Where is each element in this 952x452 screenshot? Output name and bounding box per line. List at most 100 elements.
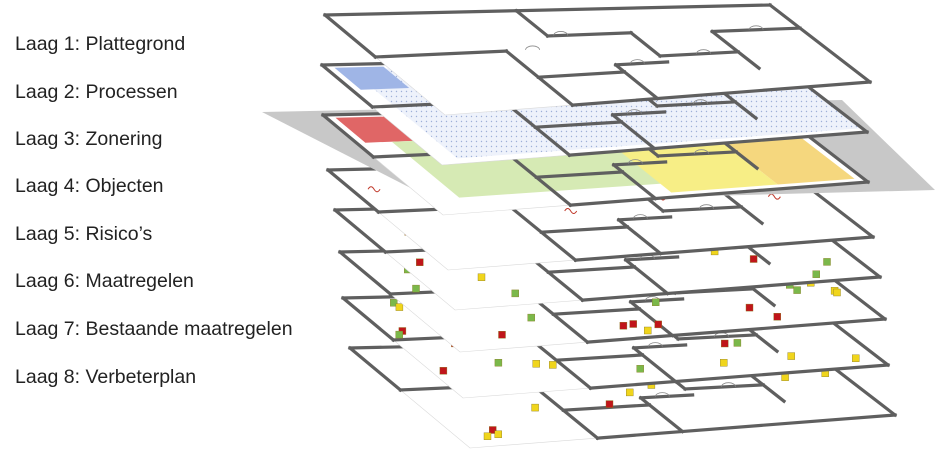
marker bbox=[395, 303, 404, 311]
object-symbol bbox=[767, 193, 781, 200]
marker bbox=[721, 339, 729, 348]
wall-line bbox=[614, 60, 670, 67]
wall-line bbox=[546, 265, 637, 274]
marker bbox=[494, 359, 503, 367]
wall-line bbox=[514, 8, 550, 39]
marker bbox=[733, 339, 742, 347]
wall-line bbox=[373, 49, 509, 59]
wall-line bbox=[639, 393, 695, 400]
process-block bbox=[334, 66, 410, 90]
door-arc bbox=[654, 392, 670, 397]
marker bbox=[412, 284, 420, 293]
object-symbol bbox=[564, 207, 578, 214]
wall-line bbox=[585, 317, 887, 344]
marker bbox=[793, 286, 801, 294]
layer-labels: Laag 1: Plattegrond Laag 2: Processen La… bbox=[0, 0, 330, 452]
marker bbox=[619, 322, 628, 330]
door-arc bbox=[696, 49, 711, 54]
wall-line bbox=[632, 343, 688, 350]
door-arc bbox=[626, 109, 642, 114]
wall-line bbox=[325, 167, 381, 215]
wall-line bbox=[658, 50, 740, 58]
marker bbox=[823, 258, 831, 266]
marker bbox=[494, 430, 502, 438]
wall-line bbox=[323, 9, 518, 17]
wall-line bbox=[624, 255, 680, 262]
marker bbox=[629, 320, 637, 328]
wall-line bbox=[710, 26, 802, 34]
layer-label-4: Laag 4: Objecten bbox=[15, 175, 164, 197]
wall-line bbox=[656, 150, 738, 158]
wall-line bbox=[320, 112, 376, 160]
marker bbox=[833, 288, 841, 297]
door-arc bbox=[694, 149, 709, 154]
wall-line bbox=[628, 30, 663, 59]
marker bbox=[527, 313, 535, 322]
marker bbox=[787, 352, 795, 360]
marker bbox=[626, 388, 634, 397]
wall-line bbox=[337, 249, 393, 297]
layer-label-2: Laag 2: Processen bbox=[15, 81, 178, 103]
wall-line bbox=[567, 130, 869, 157]
wall-line bbox=[536, 70, 627, 79]
wall-line bbox=[533, 120, 624, 129]
marker bbox=[654, 320, 662, 329]
marker bbox=[511, 289, 519, 298]
door-arc bbox=[699, 204, 714, 209]
wall-line bbox=[617, 215, 673, 222]
wall-line bbox=[683, 383, 765, 391]
wall-line bbox=[554, 353, 645, 362]
marker bbox=[549, 361, 557, 369]
door-arc bbox=[629, 59, 645, 64]
marker bbox=[852, 354, 860, 362]
layer-label-7: Laag 7: Bestaande maatregelen bbox=[15, 318, 293, 340]
wall-line bbox=[347, 345, 403, 393]
marker bbox=[532, 360, 540, 368]
door-arc bbox=[647, 342, 663, 347]
wall-line bbox=[580, 275, 882, 302]
wall-line bbox=[767, 2, 873, 85]
marker bbox=[749, 255, 758, 263]
wall-line bbox=[676, 333, 758, 341]
marker bbox=[720, 359, 728, 367]
wall-line bbox=[551, 307, 642, 316]
layer-label-1: Laag 1: Plattegrond bbox=[15, 33, 186, 55]
marker bbox=[483, 432, 492, 440]
marker bbox=[745, 303, 754, 312]
wall-line bbox=[570, 80, 872, 107]
wall-line bbox=[612, 160, 668, 167]
wall-line bbox=[595, 413, 897, 440]
layer-label-3: Laag 3: Zonering bbox=[15, 128, 163, 150]
marker bbox=[477, 273, 486, 281]
wall-line bbox=[319, 62, 375, 110]
wall-line bbox=[588, 363, 890, 390]
wall-line bbox=[534, 170, 625, 179]
wall-line bbox=[539, 225, 630, 234]
marker bbox=[531, 403, 539, 412]
marker bbox=[489, 426, 497, 434]
wall-line bbox=[611, 110, 667, 117]
marker bbox=[812, 270, 820, 278]
marker bbox=[390, 299, 398, 307]
door-arc bbox=[721, 382, 736, 387]
door-arc bbox=[748, 25, 764, 30]
wall-line bbox=[568, 180, 870, 207]
layer-label-8: Laag 8: Verbeterplan bbox=[15, 366, 197, 388]
marker bbox=[644, 326, 652, 335]
door-arc bbox=[627, 159, 643, 164]
wall-line bbox=[655, 100, 737, 108]
door-arc bbox=[553, 31, 569, 36]
wall-line bbox=[573, 235, 875, 262]
marker bbox=[439, 367, 448, 375]
marker bbox=[636, 365, 644, 373]
wall-line bbox=[661, 205, 743, 213]
wall-line bbox=[332, 207, 388, 255]
marker bbox=[416, 258, 424, 266]
marker bbox=[773, 313, 781, 321]
object-symbol bbox=[367, 186, 381, 193]
wall-line bbox=[545, 31, 633, 38]
wall-line bbox=[340, 295, 396, 343]
wall-line bbox=[514, 3, 772, 13]
marker bbox=[605, 400, 614, 408]
